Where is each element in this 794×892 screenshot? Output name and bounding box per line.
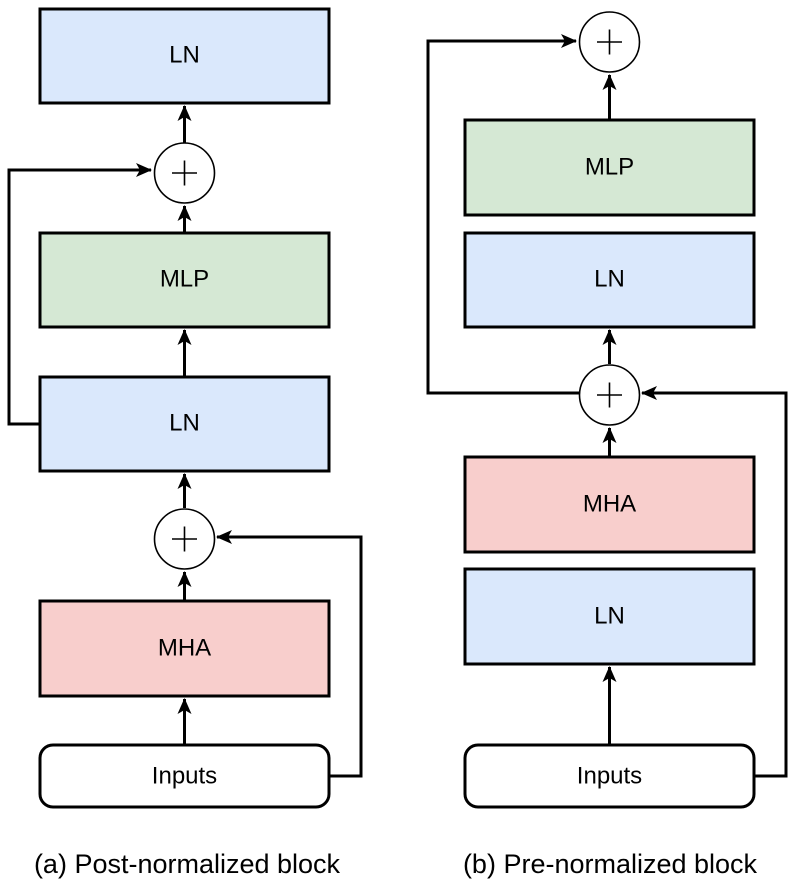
post-mha-box xyxy=(38,599,331,698)
pre-upper-ln-label: LN xyxy=(594,265,625,292)
pre-inputs-label: Inputs xyxy=(577,762,642,789)
post-top-ln-box xyxy=(38,7,331,105)
pre-skip-inputs-to-mid-add xyxy=(641,386,788,778)
post-mid-ln-box xyxy=(38,375,331,473)
post-skip-ln-to-upper-add xyxy=(7,163,152,426)
post-mlp-label: MLP xyxy=(160,265,209,292)
pre-mha-label: MHA xyxy=(583,490,636,517)
pre-skip-add-to-top-add xyxy=(426,34,579,395)
pre-caption: (b) Pre-normalized block xyxy=(463,849,758,879)
pre-lower-ln-box xyxy=(463,567,756,666)
post-top-ln-label: LN xyxy=(169,41,200,68)
post-skip-inputs-to-lower-add xyxy=(216,530,363,778)
pre-mlp-label: MLP xyxy=(585,153,634,180)
post-mid-ln-label: LN xyxy=(169,409,200,436)
pre-lower-ln-label: LN xyxy=(594,602,625,629)
pre-normalized-block: MLP LN MHA LN Inputs (b) Pre-normalized … xyxy=(426,11,788,879)
post-caption: (a) Post-normalized block xyxy=(34,849,341,879)
pre-mha-box xyxy=(463,455,756,554)
post-mha-label: MHA xyxy=(158,634,211,661)
pre-mlp-box xyxy=(463,118,756,217)
pre-upper-ln-box xyxy=(463,231,756,329)
post-inputs-label: Inputs xyxy=(152,762,217,789)
post-normalized-block: LN MLP LN MHA Inputs xyxy=(7,7,363,879)
post-mlp-box xyxy=(38,231,331,329)
